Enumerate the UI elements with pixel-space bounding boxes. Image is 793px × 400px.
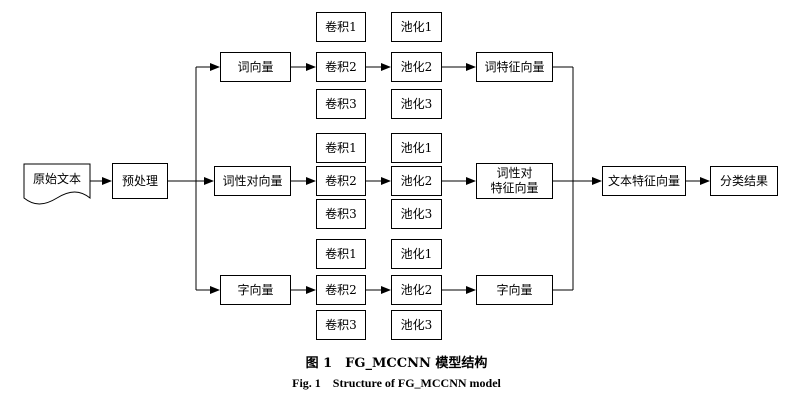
word-feature-vector-box: 词特征向量 xyxy=(476,52,553,82)
raw-text-document-shape xyxy=(23,163,91,205)
text-feature-vector-box: 文本特征向量 xyxy=(602,166,686,196)
conv3-box: 卷积3 xyxy=(316,89,366,119)
conv1-box: 卷积1 xyxy=(316,12,366,42)
conv3-box: 卷积3 xyxy=(316,310,366,340)
pos-pair-feature-vector-box: 词性对 特征向量 xyxy=(476,163,553,199)
pool2-box: 池化2 xyxy=(391,52,442,82)
char-vector-box: 字向量 xyxy=(220,275,291,305)
pool1-box: 池化1 xyxy=(391,133,442,163)
conv3-box: 卷积3 xyxy=(316,199,366,229)
pool3-box: 池化3 xyxy=(391,310,442,340)
word-vector-box: 词向量 xyxy=(220,52,291,82)
char-vector-output-box: 字向量 xyxy=(476,275,553,305)
preprocess-box: 预处理 xyxy=(112,163,168,199)
figure-caption-english: Fig. 1 Structure of FG_MCCNN model xyxy=(292,376,501,390)
pool2-box: 池化2 xyxy=(391,166,442,196)
pos-pair-vector-box: 词性对向量 xyxy=(214,166,291,196)
pool3-box: 池化3 xyxy=(391,199,442,229)
conv2-box: 卷积2 xyxy=(316,166,366,196)
pool2-box: 池化2 xyxy=(391,275,442,305)
conv2-box: 卷积2 xyxy=(316,52,366,82)
figure-caption-chinese: 图 1 FG_MCCNN 模型结构 xyxy=(305,356,488,371)
pool1-box: 池化1 xyxy=(391,12,442,42)
raw-text-label: 原始文本 xyxy=(32,171,81,186)
conv1-box: 卷积1 xyxy=(316,239,366,269)
classification-result-box: 分类结果 xyxy=(710,166,778,196)
conv2-box: 卷积2 xyxy=(316,275,366,305)
conv1-box: 卷积1 xyxy=(316,133,366,163)
pool1-box: 池化1 xyxy=(391,239,442,269)
pool3-box: 池化3 xyxy=(391,89,442,119)
